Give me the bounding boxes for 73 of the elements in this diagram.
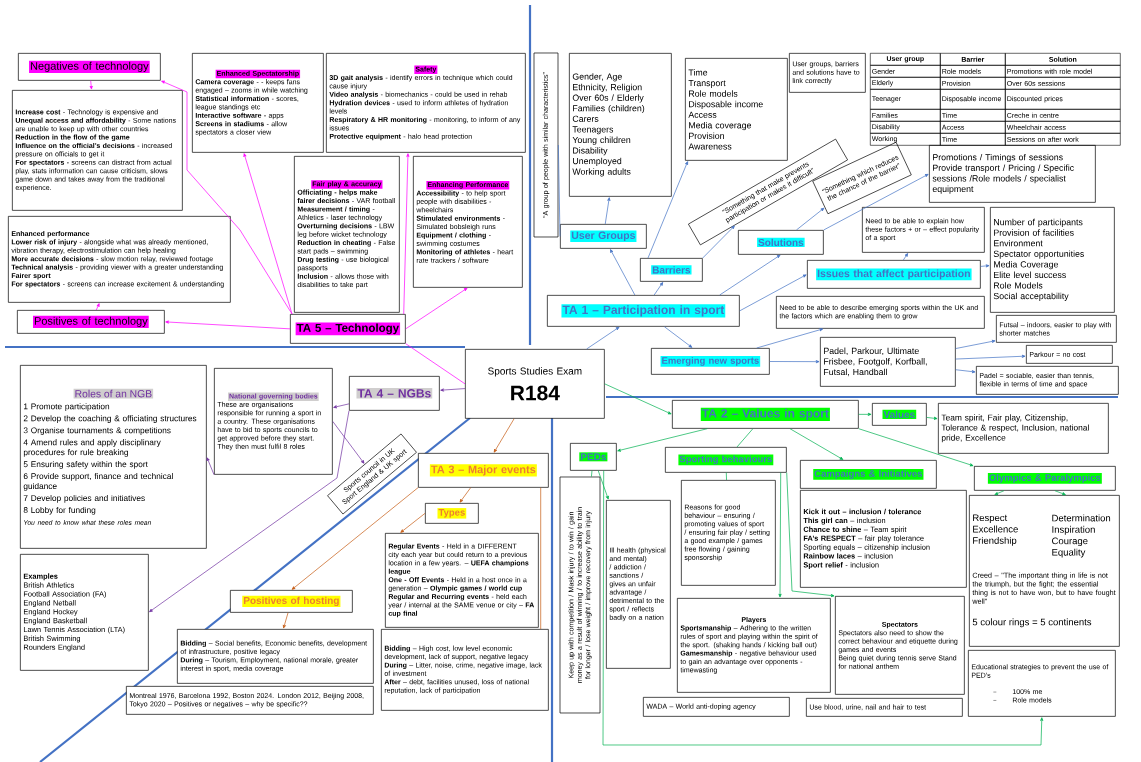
arrow (955, 369, 976, 374)
arrow (440, 388, 466, 392)
arrow (664, 326, 693, 348)
arrow (333, 403, 350, 409)
arrow (739, 274, 807, 312)
arrow (994, 490, 1005, 495)
exam-title-box: Sports Studies Exam R184 (465, 349, 605, 419)
arrow (459, 487, 471, 503)
topic-heading: TA 2 – Values in sport (672, 400, 859, 429)
topic-heading: Sporting behaviours (665, 447, 787, 473)
arrow (903, 253, 909, 261)
topic-heading: TA 3 – Major events (418, 453, 549, 488)
arrow (403, 153, 410, 315)
arrow (789, 428, 844, 460)
arrow (165, 320, 291, 330)
arrow (602, 470, 1044, 746)
arrow (405, 287, 468, 330)
topic-heading: User Groups (560, 224, 647, 249)
topic-heading: TA 4 – NGBs (349, 376, 440, 411)
arrow (617, 428, 708, 452)
topic-heading: Negatives of technology (18, 53, 161, 81)
arrow (604, 197, 611, 225)
arrow (493, 418, 515, 453)
topic-heading: Issues that affect participation (807, 260, 981, 289)
arrow (243, 153, 293, 315)
topic-heading: Solutions (738, 230, 824, 255)
arrow (89, 80, 93, 90)
arrow (980, 264, 990, 268)
topic-heading: PEDs (570, 443, 617, 471)
arrow (858, 428, 974, 467)
arrow (586, 326, 620, 350)
note-box: Team spirit, Fair play, Citizenship, Tolerance & respect, Inclusion, national pride, Excellence (938, 403, 1109, 454)
topic-heading: TA 5 – Technology (290, 314, 406, 344)
note-box: Time Transport Role models Disposable income Access Media coverage Provision Awareness (685, 58, 788, 161)
arrow (719, 254, 781, 296)
arrow (786, 472, 835, 598)
arrow (702, 225, 735, 259)
topic-heading: TA 1 – Participation in sport (547, 295, 740, 327)
arrow (149, 410, 350, 613)
topic-heading: Campaigns & Initiatives (800, 460, 937, 489)
note-box: Gender, Age Ethnicity, Religion Over 60s / Elderly Families (children) Carers Teenagers Young children Disability Unemployed Working adults (569, 53, 672, 197)
topic-heading: Positives of technology (17, 310, 165, 334)
arrow (955, 339, 996, 349)
arrow (95, 303, 100, 311)
topic-heading: Values (872, 403, 927, 426)
topic-heading: Emerging new sports (651, 348, 770, 375)
arrow (332, 421, 365, 464)
arrow (823, 173, 929, 231)
arrow (769, 360, 820, 364)
arrow (161, 80, 293, 315)
arrow (1054, 490, 1066, 496)
note-box: Promotions / Timings of sessions Provide transport / Pricing / Specific sessions /Role models / specialist equipment (929, 145, 1096, 203)
arrow (610, 249, 636, 296)
arrow (756, 328, 824, 349)
topic-heading: Types (425, 503, 479, 524)
note-box: Padel, Parkour, Ultimate Frisbee, Footgolf, Korfball, Futsal, Handball (820, 337, 956, 387)
arrow (647, 161, 688, 259)
arrow (206, 457, 215, 476)
arrow (604, 383, 672, 415)
arrow (653, 282, 664, 296)
arrow (400, 513, 426, 533)
arrow (858, 412, 872, 416)
arrow (291, 487, 419, 590)
arrow (597, 470, 609, 500)
note-box: Number of participants Provision of facilities Environment Spectator opportunities Media Coverage Elite level success Role Models Social acceptability (990, 207, 1115, 313)
arrow (796, 207, 825, 231)
arrow (778, 472, 782, 598)
topic-heading: Barriers (640, 258, 703, 282)
arrow (282, 612, 289, 629)
arrow (955, 354, 1026, 360)
topic-heading: Positives of hosting (230, 590, 353, 613)
topic-heading: Olympics & Paralympics (974, 466, 1116, 491)
arrow (926, 416, 938, 420)
